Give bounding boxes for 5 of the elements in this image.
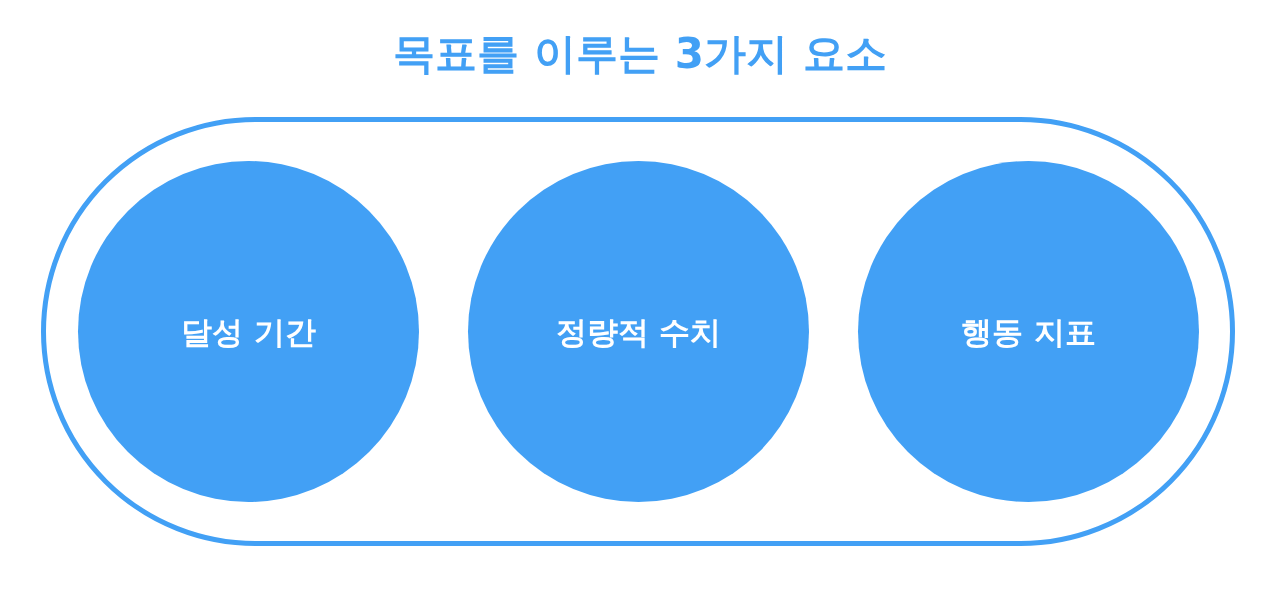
node-label: 달성 기간	[181, 312, 316, 352]
node-label: 행동 지표	[961, 312, 1096, 352]
title: 목표를 이루는 3가지 요소	[393, 29, 887, 78]
node-label: 정량적 수치	[555, 312, 722, 352]
rounded-frame	[41, 117, 1235, 546]
